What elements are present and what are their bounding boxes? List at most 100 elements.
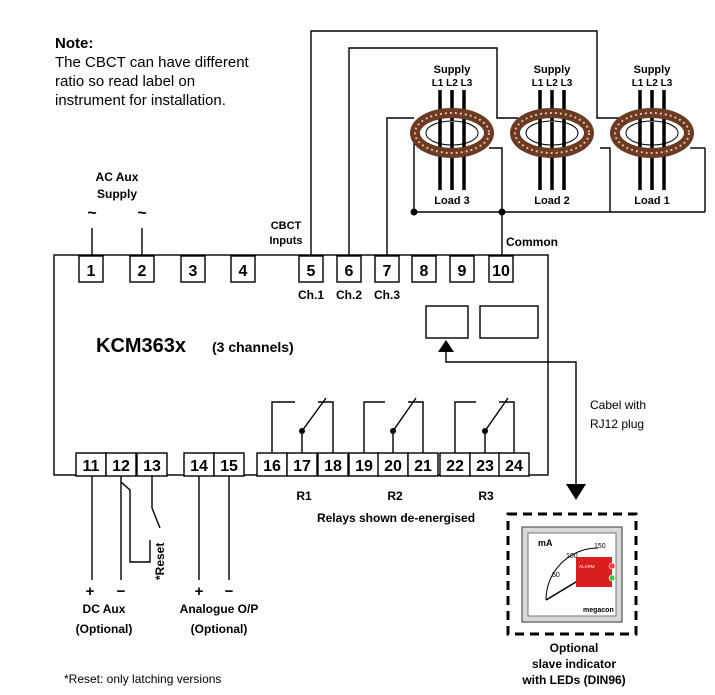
alarm-label: ALARM xyxy=(579,564,595,569)
ct-load-label: Load 3 xyxy=(434,195,469,207)
ac-tilde: ~ xyxy=(87,205,96,222)
rj12-cable xyxy=(438,340,586,500)
terminal-8: 8 xyxy=(411,255,437,283)
dc-aux-plus: + xyxy=(86,583,95,600)
kcm363x-unit xyxy=(53,254,549,476)
ct-load-label: Load 1 xyxy=(634,195,669,207)
terminal-number: 14 xyxy=(190,458,208,475)
cbct-label: Inputs xyxy=(270,235,303,247)
led-green-icon xyxy=(608,574,616,582)
relay-contacts xyxy=(271,397,515,453)
cbct-label: CBCT xyxy=(271,220,302,232)
scale-label: 50 xyxy=(552,572,560,579)
terminal-14: 14 xyxy=(183,452,215,477)
indicator-caption: with LEDs (DIN96) xyxy=(521,673,625,687)
terminal-15: 15 xyxy=(213,452,245,477)
channel-label: Ch.3 xyxy=(374,288,400,302)
note-line: The CBCT can have different xyxy=(55,54,250,71)
dc-aux-label: DC Aux xyxy=(83,602,126,616)
slave-indicator: mA 50 100 150 ALARM megacon xyxy=(506,512,638,636)
terminal-12: 12 xyxy=(105,452,137,477)
terminal-number: 11 xyxy=(83,458,100,475)
terminal-number: 23 xyxy=(476,458,494,475)
terminal-number: 10 xyxy=(492,263,510,280)
ct-load-label: Load 2 xyxy=(534,195,569,207)
rj12-socket xyxy=(425,305,469,339)
indicator-unit: mA xyxy=(538,538,553,548)
terminal-number: 6 xyxy=(345,263,354,280)
terminal-21: 21 xyxy=(407,452,439,477)
common-label: Common xyxy=(506,235,558,249)
note: Note: The CBCT can have different ratio … xyxy=(55,35,250,109)
ac-tilde: ~ xyxy=(137,205,146,222)
dc-aux-wiring xyxy=(91,476,161,580)
rj12-socket xyxy=(479,305,539,339)
terminal-number: 21 xyxy=(414,458,432,475)
terminal-number: 24 xyxy=(505,458,523,475)
terminal-6: 6 xyxy=(336,255,362,283)
terminal-23: 23 xyxy=(469,452,501,477)
terminal-17: 17 xyxy=(286,452,318,477)
relay-label: R1 xyxy=(296,489,312,503)
ac-aux-supply-label: AC Aux Supply ~ ~ xyxy=(87,170,146,222)
terminal-number: 8 xyxy=(420,263,429,280)
terminal-number: 17 xyxy=(293,458,311,475)
terminal-10: 10 xyxy=(488,255,514,283)
svg-text:Supply: Supply xyxy=(97,187,137,201)
current-transformer: Supply L1 L2 L3 Load 1 xyxy=(610,64,694,207)
terminal-number: 5 xyxy=(307,263,316,280)
channel-label: Ch.1 xyxy=(298,288,324,302)
terminal-24: 24 xyxy=(498,452,530,477)
terminal-number: 18 xyxy=(324,458,342,475)
indicator-caption: Optional xyxy=(550,641,599,655)
terminal-number: 13 xyxy=(143,458,161,475)
terminal-number: 7 xyxy=(383,263,392,280)
reset-label: *Reset xyxy=(153,543,167,580)
dc-aux-label: (Optional) xyxy=(76,622,133,636)
relay-label: R2 xyxy=(387,489,403,503)
terminal-7: 7 xyxy=(374,255,400,283)
relays-note: Relays shown de-energised xyxy=(317,511,475,525)
terminal-number: 4 xyxy=(239,263,248,280)
model-name: KCM363x xyxy=(96,335,186,357)
analogue-label: Analogue O/P xyxy=(180,602,259,616)
indicator-caption: slave indicator xyxy=(532,657,616,671)
terminal-number: 3 xyxy=(189,263,198,280)
scale-label: 150 xyxy=(594,543,606,550)
terminal-number: 2 xyxy=(138,263,147,280)
dc-aux-minus: − xyxy=(117,583,126,600)
terminal-number: 16 xyxy=(263,458,281,475)
cable-label: RJ12 plug xyxy=(590,417,644,431)
terminal-number: 19 xyxy=(355,458,373,475)
terminal-20: 20 xyxy=(377,452,409,477)
ct-phases-label: L1 L2 L3 xyxy=(632,78,673,89)
ct-supply-label: Supply xyxy=(634,64,672,76)
terminal-2: 2 xyxy=(129,255,155,283)
terminal-22: 22 xyxy=(439,452,471,477)
footnote: *Reset: only latching versions xyxy=(64,672,221,686)
terminal-number: 12 xyxy=(112,458,130,475)
analogue-minus: − xyxy=(225,583,234,600)
note-line: ratio so read label on xyxy=(55,73,195,90)
cable-label: Cabel with xyxy=(590,398,646,412)
terminal-16: 16 xyxy=(256,452,288,477)
cbct-wiring xyxy=(310,30,706,256)
note-title: Note: xyxy=(55,35,93,52)
scale-label: 100 xyxy=(566,553,578,560)
relay-label: R3 xyxy=(478,489,494,503)
terminal-number: 20 xyxy=(384,458,402,475)
terminal-number: 22 xyxy=(446,458,464,475)
note-line: instrument for installation. xyxy=(55,92,226,109)
model-suffix: (3 channels) xyxy=(212,339,294,355)
svg-text:AC Aux: AC Aux xyxy=(96,170,139,184)
led-red-icon xyxy=(608,562,616,570)
terminal-number: 15 xyxy=(220,458,238,475)
alarm-panel xyxy=(576,557,612,587)
terminal-18: 18 xyxy=(317,452,349,477)
terminal-3: 3 xyxy=(180,255,206,283)
analogue-plus: + xyxy=(195,583,204,600)
